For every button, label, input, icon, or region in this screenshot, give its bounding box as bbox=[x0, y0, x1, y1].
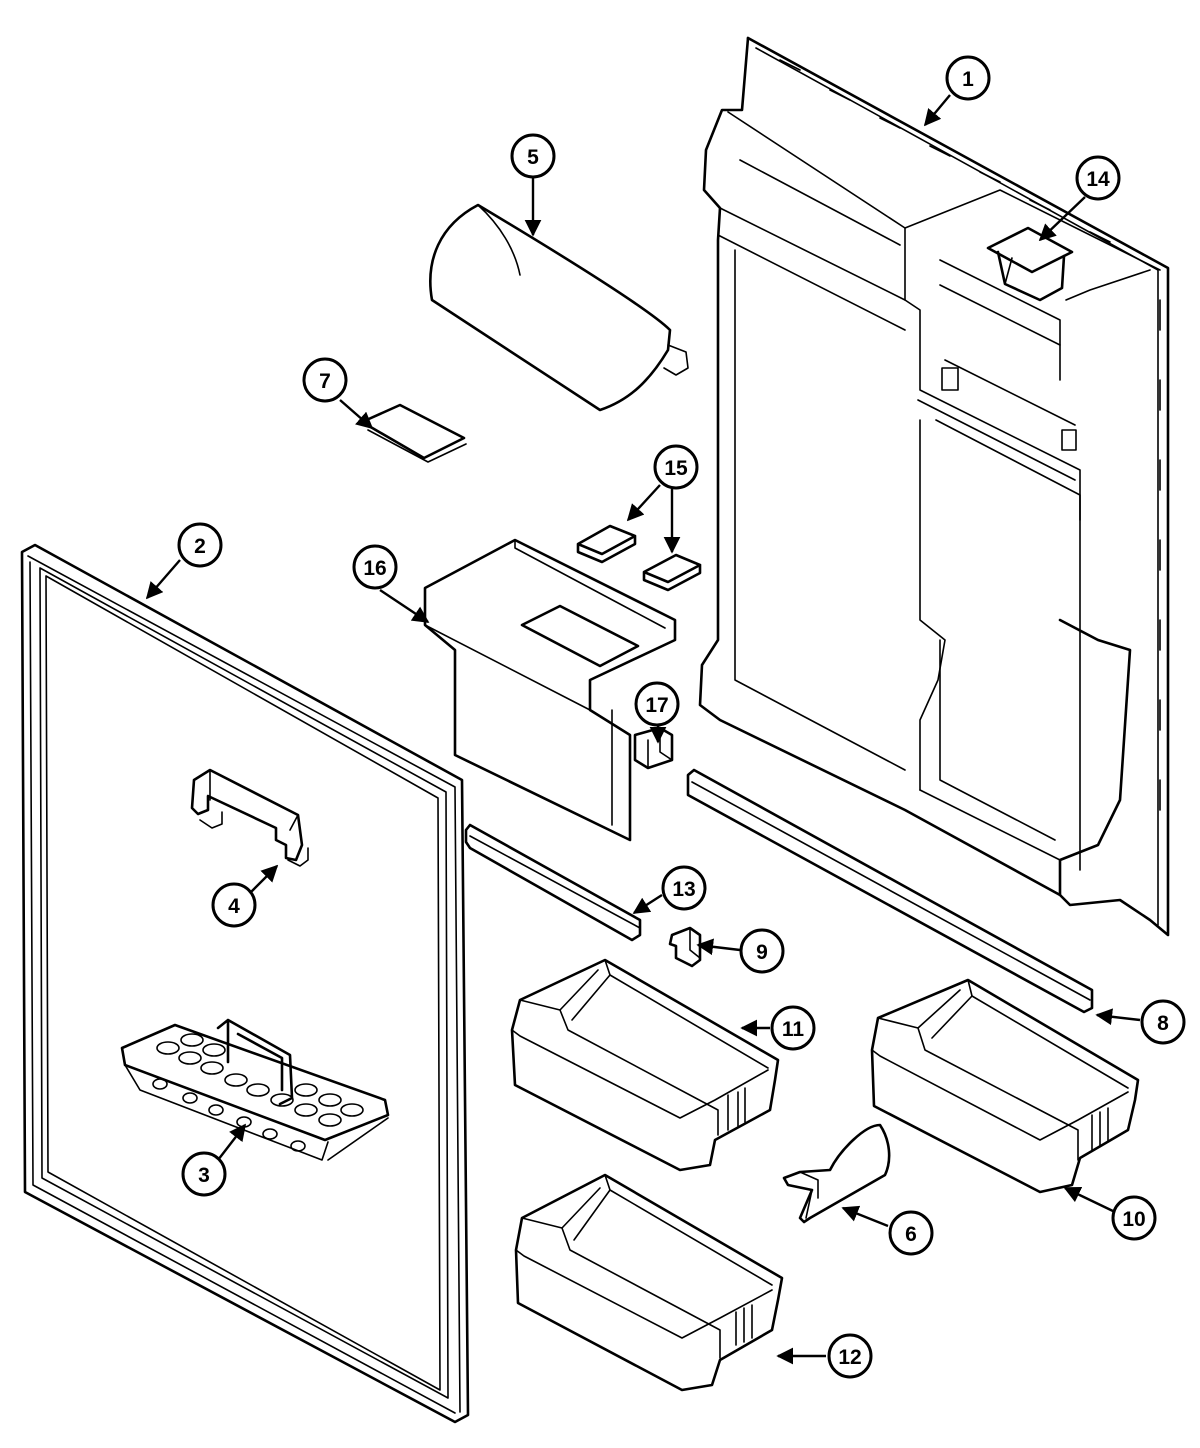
callout-label-15: 15 bbox=[664, 457, 688, 480]
door-liner bbox=[698, 36, 1170, 937]
callout-8: 8 bbox=[1140, 999, 1186, 1045]
callout-label-2: 2 bbox=[194, 535, 206, 558]
door-bin-lower bbox=[514, 1173, 784, 1392]
callout-10: 10 bbox=[1111, 1195, 1157, 1241]
callout-6: 6 bbox=[888, 1210, 934, 1256]
callout-label-17: 17 bbox=[645, 694, 668, 717]
dispenser-housing bbox=[423, 538, 677, 842]
callout-4: 4 bbox=[211, 882, 257, 928]
callout-label-8: 8 bbox=[1157, 1012, 1169, 1035]
callout-label-6: 6 bbox=[905, 1223, 917, 1246]
cover bbox=[429, 203, 689, 412]
callout-14: 14 bbox=[1075, 155, 1121, 201]
door-bin-right bbox=[870, 978, 1140, 1194]
callout-label-16: 16 bbox=[363, 557, 386, 580]
callout-3: 3 bbox=[181, 1151, 227, 1197]
callout-label-5: 5 bbox=[527, 146, 539, 169]
egg-tray bbox=[120, 1018, 390, 1161]
callout-13: 13 bbox=[661, 865, 707, 911]
bin-divider bbox=[782, 1123, 891, 1224]
long-rail bbox=[686, 768, 1094, 1014]
callout-17: 17 bbox=[634, 681, 680, 727]
callout-label-7: 7 bbox=[319, 370, 331, 393]
small-tray bbox=[360, 403, 467, 463]
callout-9: 9 bbox=[739, 928, 785, 974]
gasket bbox=[20, 543, 470, 1424]
callout-12: 12 bbox=[827, 1333, 873, 1379]
callout-label-3: 3 bbox=[198, 1164, 210, 1187]
handle bbox=[190, 768, 309, 867]
door-bin-upper bbox=[510, 958, 780, 1172]
callout-16: 16 bbox=[352, 544, 398, 590]
pads bbox=[576, 524, 702, 592]
callout-label-9: 9 bbox=[756, 941, 768, 964]
callout-11: 11 bbox=[770, 1005, 816, 1051]
callout-label-14: 14 bbox=[1086, 168, 1110, 191]
dispenser-cup bbox=[986, 226, 1074, 302]
callout-label-12: 12 bbox=[838, 1346, 861, 1369]
callout-5: 5 bbox=[510, 133, 556, 179]
callout-label-11: 11 bbox=[782, 1018, 805, 1041]
callout-2: 2 bbox=[177, 522, 223, 568]
callout-label-4: 4 bbox=[228, 895, 240, 918]
callout-15: 15 bbox=[653, 444, 699, 490]
shelf-clip bbox=[668, 926, 702, 968]
callout-label-10: 10 bbox=[1122, 1208, 1145, 1231]
callout-1: 1 bbox=[945, 55, 991, 101]
leader-lines bbox=[145, 94, 1141, 1365]
callout-7: 7 bbox=[302, 357, 348, 403]
short-rail bbox=[464, 823, 642, 942]
callout-label-1: 1 bbox=[962, 68, 974, 91]
clip bbox=[633, 726, 674, 770]
callout-label-13: 13 bbox=[672, 878, 695, 901]
